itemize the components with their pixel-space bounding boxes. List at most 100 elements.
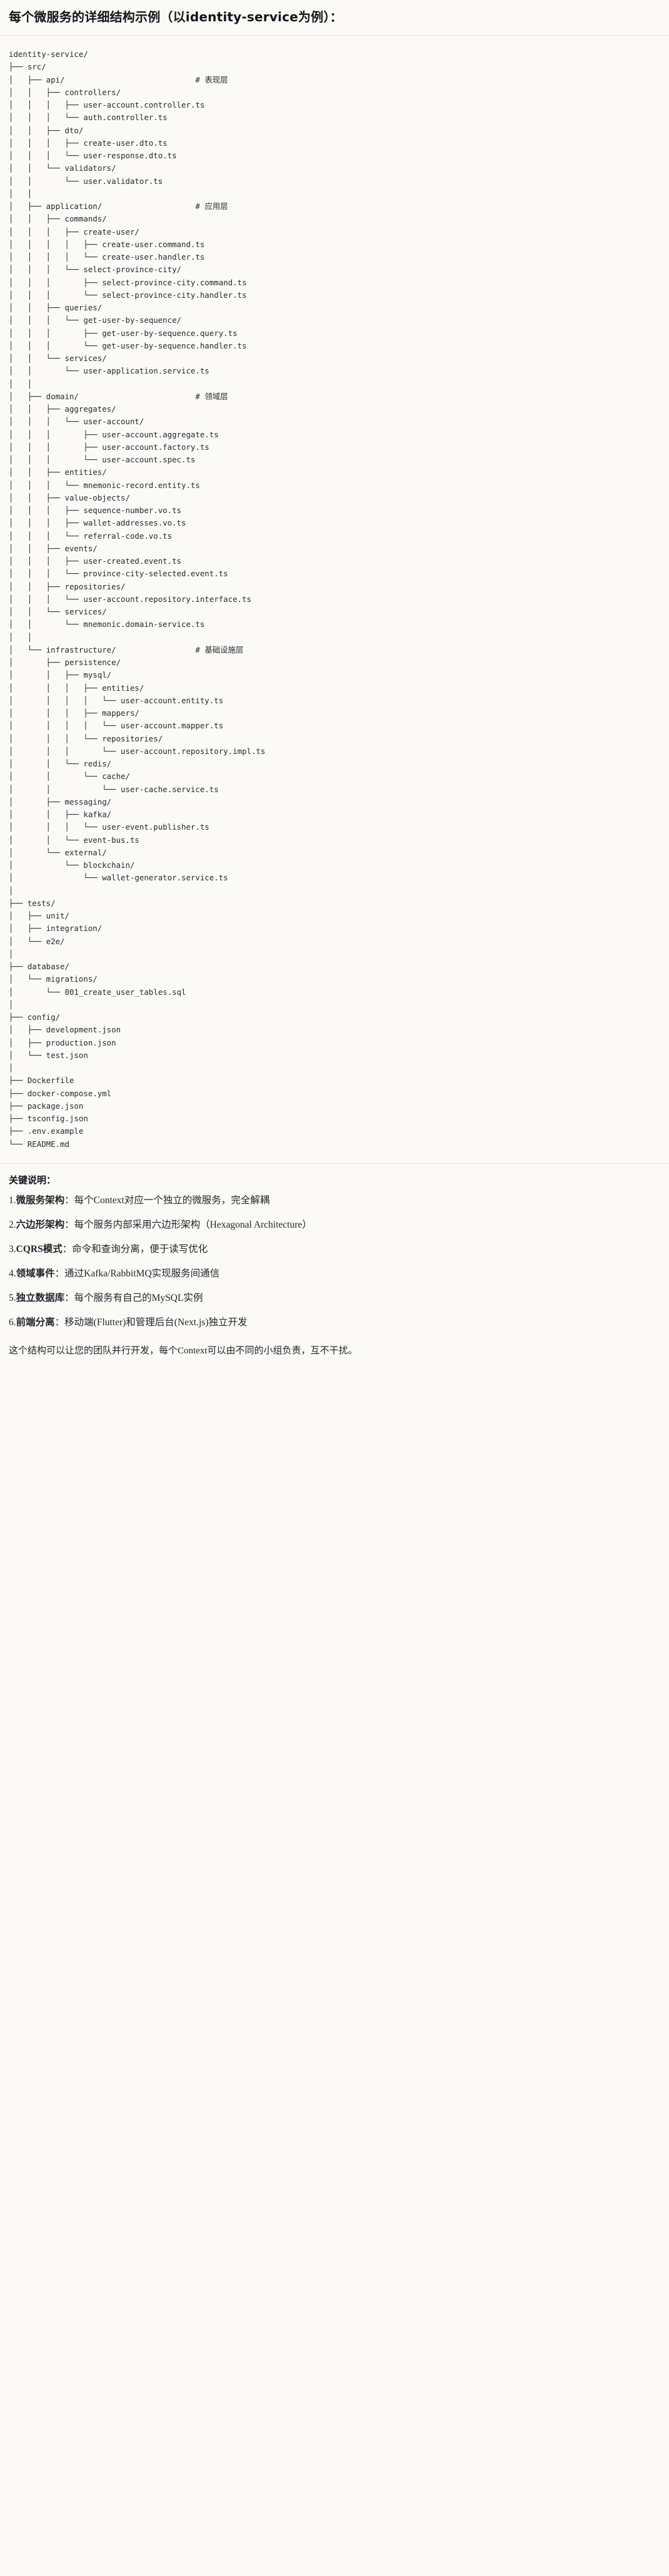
tree-line-path: │ │ ├── commands/ <box>9 214 107 224</box>
tree-line: │ │ <box>9 378 660 390</box>
tree-line-path: │ │ │ ├── get-user-by-sequence.query.ts <box>9 328 238 338</box>
tree-line-path: ├── .env.example <box>9 1126 84 1136</box>
tree-line: ├── docker-compose.yml <box>9 1087 660 1100</box>
tree-line: │ │ │ ├── entities/ <box>9 682 660 695</box>
tree-line: │ │ ├── controllers/ <box>9 86 660 99</box>
tree-line-path: │ │ └── user.validator.ts <box>9 176 163 186</box>
tree-line-path: │ │ ├── dto/ <box>9 125 84 135</box>
tree-line-path: │ │ ├── kafka/ <box>9 810 112 819</box>
tree-line-path: │ └── test.json <box>9 1050 88 1060</box>
key-point-item: 5.独立数据库：每个服务有自己的MySQL实例 <box>9 1291 660 1305</box>
tree-line: ├── config/ <box>9 1011 660 1024</box>
tree-line-path: │ │ │ ├── create-user/ <box>9 227 139 237</box>
page-title: 每个微服务的详细结构示例（以identity-service为例）： <box>9 9 343 24</box>
key-point-term: 前端分离 <box>16 1316 55 1328</box>
tree-line-path: │ │ │ ├── create-user.dto.ts <box>9 138 168 148</box>
tree-line-path: │ │ ├── entities/ <box>9 467 107 477</box>
tree-line-path: ├── config/ <box>9 1012 61 1022</box>
tree-line-path: │ │ └── validators/ <box>9 163 116 173</box>
tree-line-comment: # 领域层 <box>195 391 228 401</box>
tree-line-path: │ │ │ │ └── create-user.handler.ts <box>9 252 205 262</box>
tree-line: │ └── e2e/ <box>9 935 660 948</box>
tree-line: │ │ └── user.validator.ts <box>9 175 660 188</box>
tree-line-path: ├── docker-compose.yml <box>9 1088 112 1098</box>
page-root: 每个微服务的详细结构示例（以identity-service为例）： ident… <box>0 9 669 1356</box>
tree-line: │ ├── domain/ # 领域层 <box>9 390 660 403</box>
tree-line: │ │ ├── repositories/ <box>9 581 660 593</box>
tree-line-path: │ │ └── services/ <box>9 354 107 363</box>
tree-line: │ ├── unit/ <box>9 910 660 922</box>
tree-line: │ │ │ └── province-city-selected.event.t… <box>9 568 660 580</box>
tree-line-gap <box>79 392 196 401</box>
tree-line: ├── tsconfig.json <box>9 1112 660 1125</box>
tree-line: │ │ ├── value-objects/ <box>9 492 660 504</box>
tree-line-path: │ │ │ ├── user-account.controller.ts <box>9 100 205 109</box>
tree-line-path: │ │ │ ├── user-account.factory.ts <box>9 442 209 452</box>
key-point-number: 3. <box>9 1243 16 1255</box>
tree-line: │ │ <box>9 188 660 200</box>
tree-line: ├── src/ <box>9 61 660 73</box>
tree-line-path: │ │ │ ├── user-account.aggregate.ts <box>9 429 219 439</box>
tree-line: │ │ │ ├── create-user/ <box>9 226 660 238</box>
tree-line: │ │ │ └── mnemonic-record.entity.ts <box>9 479 660 492</box>
tree-line-path: │ │ │ ├── entities/ <box>9 683 144 693</box>
tree-line-path: │ └── infrastructure/ <box>9 644 116 654</box>
key-point-number: 4. <box>9 1268 16 1279</box>
tree-line: │ │ │ └── user-event.publisher.ts <box>9 821 660 833</box>
tree-line-path: │ │ └── user-cache.service.ts <box>9 784 219 794</box>
tree-line: │ │ ├── entities/ <box>9 466 660 479</box>
tree-line: │ │ │ └── get-user-by-sequence.handler.t… <box>9 340 660 352</box>
tree-line-path: │ ├── domain/ <box>9 391 79 401</box>
tree-line: identity-service/ <box>9 48 660 61</box>
tree-line-path: │ │ └── services/ <box>9 607 107 616</box>
tree-line: │ │ <box>9 631 660 644</box>
key-point-description: 每个服务内部采用六边形架构（Hexagonal Architecture） <box>74 1219 312 1230</box>
tree-line-path: │ │ │ ├── sequence-number.vo.ts <box>9 506 182 515</box>
tree-line-path: │ ├── api/ <box>9 74 65 84</box>
tree-line-path: │ │ │ └── user-account.spec.ts <box>9 455 196 464</box>
tree-line: │ │ └── services/ <box>9 606 660 618</box>
tree-line: │ │ │ │ ├── create-user.command.ts <box>9 238 660 251</box>
key-point-separator: ： <box>62 1243 73 1255</box>
tree-line-path: └── README.md <box>9 1139 69 1149</box>
tree-line-path: │ │ │ ├── wallet-addresses.vo.ts <box>9 518 186 528</box>
tree-line: │ │ │ ├── wallet-addresses.vo.ts <box>9 517 660 529</box>
tree-line: │ │ │ ├── select-province-city.command.t… <box>9 277 660 289</box>
key-point-term: 独立数据库 <box>16 1292 65 1303</box>
tree-line-path: ├── Dockerfile <box>9 1076 74 1086</box>
tree-line: ├── Dockerfile <box>9 1074 660 1087</box>
tree-line-path: ├── tests/ <box>9 898 56 908</box>
tree-line: │ ├── api/ # 表现层 <box>9 74 660 86</box>
tree-line: │ │ │ ├── get-user-by-sequence.query.ts <box>9 327 660 340</box>
tree-line: ├── tests/ <box>9 897 660 910</box>
tree-line-path: │ │ │ └── user-event.publisher.ts <box>9 822 209 832</box>
tree-line-comment: # 应用层 <box>195 201 228 211</box>
tree-line: │ ├── messaging/ <box>9 796 660 808</box>
section-divider <box>0 1163 669 1164</box>
tree-line: │ │ │ ├── user-account.factory.ts <box>9 441 660 454</box>
tree-line-gap <box>116 645 196 654</box>
tree-line: │ │ │ │ └── user-account.mapper.ts <box>9 720 660 732</box>
tree-line: └── README.md <box>9 1138 660 1151</box>
tree-line-path: │ │ │ └── user-account.repository.interf… <box>9 594 251 604</box>
key-point-separator: ： <box>64 1292 74 1303</box>
tree-line: │ │ │ ├── create-user.dto.ts <box>9 137 660 150</box>
tree-line: │ │ │ ├── user-account.controller.ts <box>9 99 660 111</box>
tree-line-path: │ │ │ │ └── user-account.entity.ts <box>9 695 224 705</box>
tree-line: │ ├── persistence/ <box>9 656 660 669</box>
key-point-description: 每个Context对应一个独立的微服务，完全解耦 <box>74 1194 270 1206</box>
tree-line-path: │ │ │ ├── user-created.event.ts <box>9 556 182 566</box>
tree-line-path: │ <box>9 949 14 959</box>
tree-line: │ └── wallet-generator.service.ts <box>9 872 660 884</box>
tree-line-path: │ └── migrations/ <box>9 974 98 984</box>
tree-line: │ │ │ │ └── create-user.handler.ts <box>9 251 660 263</box>
tree-line-path: │ │ ├── aggregates/ <box>9 404 116 414</box>
tree-line: │ │ │ ├── user-account.aggregate.ts <box>9 429 660 441</box>
key-point-number: 6. <box>9 1316 16 1328</box>
key-point-number: 5. <box>9 1292 16 1303</box>
tree-line-gap <box>65 75 196 84</box>
tree-line-path: │ │ ├── value-objects/ <box>9 492 130 502</box>
key-point-number: 2. <box>9 1219 16 1230</box>
tree-line-path: │ │ │ └── select-province-city/ <box>9 265 182 275</box>
